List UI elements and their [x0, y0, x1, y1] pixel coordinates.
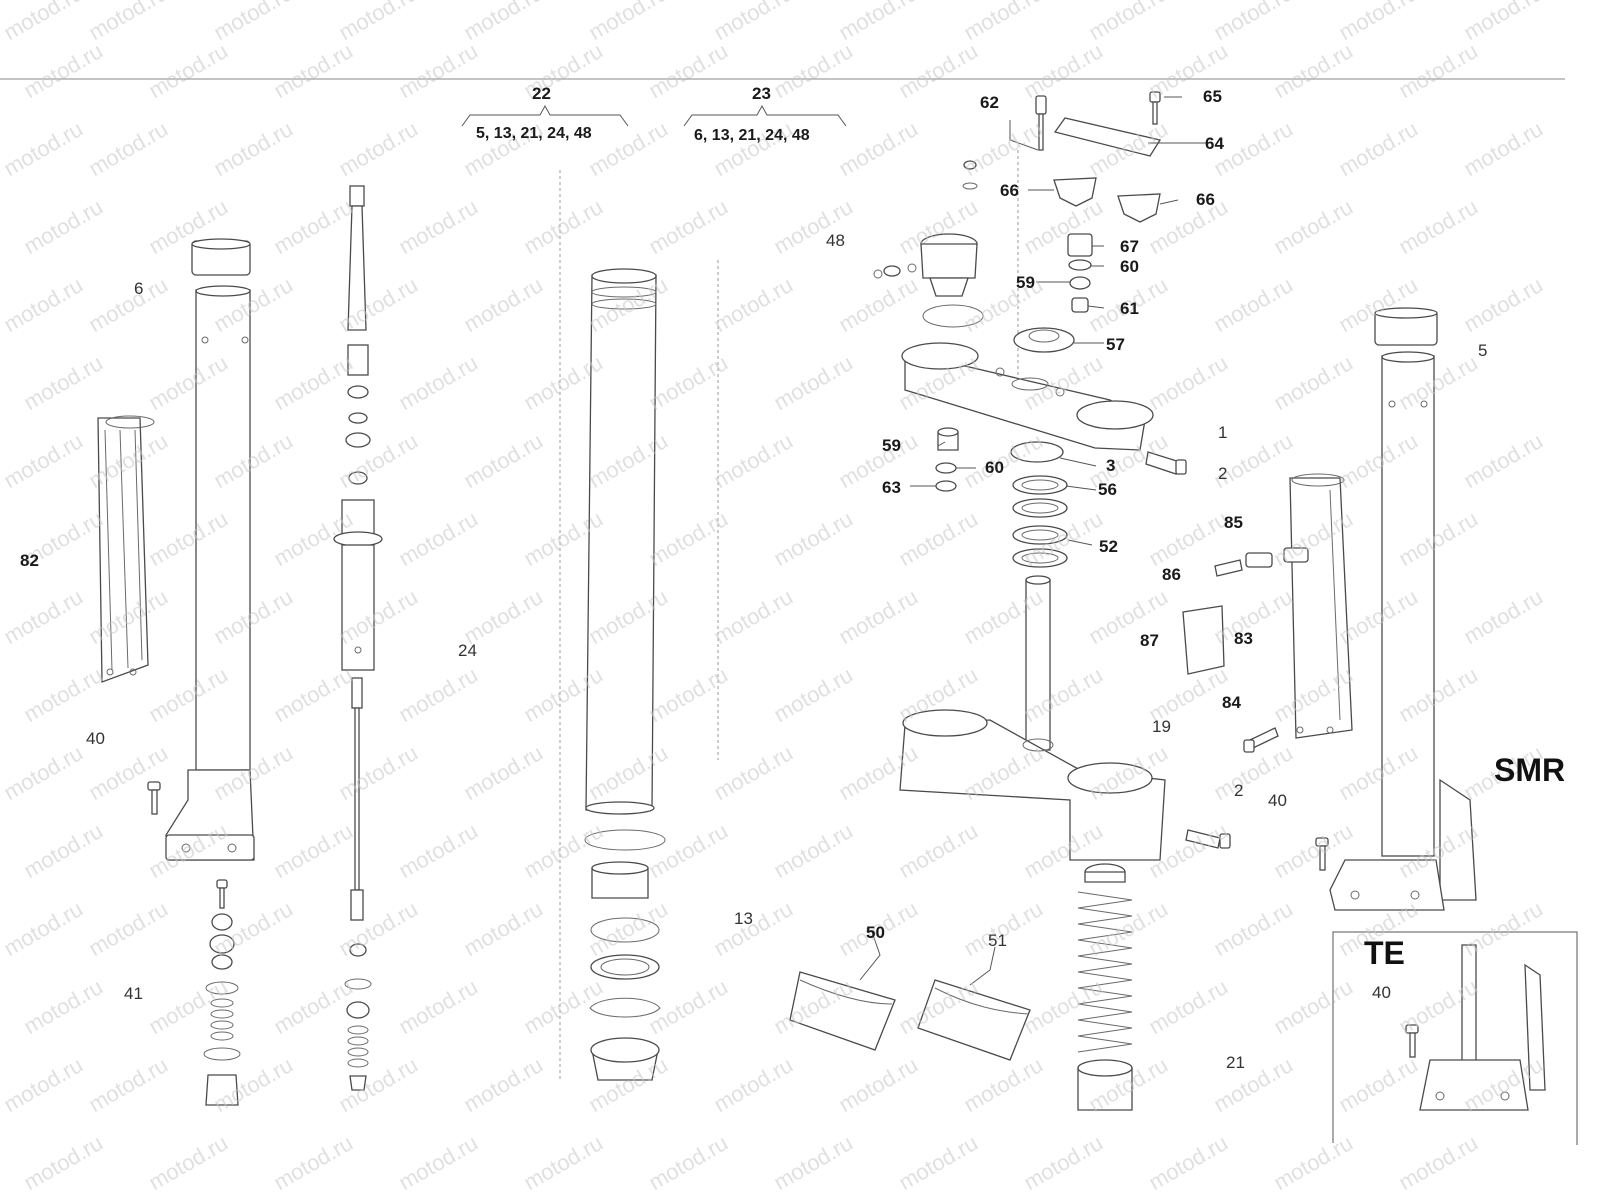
callout-86: 86: [1162, 565, 1181, 584]
callout-13: 13: [734, 909, 753, 928]
steering-stem-19: [899, 575, 1166, 861]
callout-59-top: 59: [1016, 273, 1035, 292]
callout-1: 1: [1218, 423, 1228, 442]
bolt-84: [1243, 727, 1279, 753]
callout-87: 87: [1140, 631, 1159, 650]
group-22-number: 22: [532, 84, 551, 103]
fork-guard-right: [1289, 473, 1353, 739]
callout-64: 64: [1205, 134, 1224, 153]
bolt-40-right: [1315, 837, 1329, 871]
callout-61: 61: [1120, 299, 1139, 318]
reflector-83: [1182, 605, 1225, 675]
callout-82: 82: [20, 551, 39, 570]
cartridge-parts-41: [203, 879, 241, 1106]
callout-51: 51: [988, 931, 1007, 950]
callout-40-te: 40: [1372, 983, 1391, 1002]
callout-6: 6: [134, 279, 144, 298]
steering-bearings: [1010, 441, 1068, 568]
callout-63: 63: [882, 478, 901, 497]
small-parts-59-60-63: [935, 427, 959, 492]
callout-50: 50: [866, 923, 885, 942]
cartridge-rod-24: [333, 185, 383, 1091]
callout-2-lower: 2: [1234, 781, 1244, 800]
fork-tube-left: [165, 238, 255, 861]
group-22-members: 5, 13, 21, 24, 48: [476, 125, 592, 142]
callout-40-left: 40: [86, 729, 105, 748]
group-23-number: 23: [752, 84, 771, 103]
callout-83: 83: [1234, 629, 1253, 648]
bag-50: [789, 971, 896, 1051]
variant-te-label: TE: [1364, 935, 1405, 971]
callout-21: 21: [1226, 1053, 1245, 1072]
variant-smr-label: SMR: [1494, 752, 1566, 788]
callout-40-smr: 40: [1268, 791, 1287, 810]
fork-cap-48: [873, 233, 984, 328]
fork-tube-right: [1329, 307, 1477, 911]
callout-19: 19: [1152, 717, 1171, 736]
callout-3: 3: [1106, 456, 1116, 475]
clamp-85: [1214, 547, 1309, 577]
bag-51: [917, 979, 1031, 1061]
te-inset-box: [1332, 931, 1578, 1145]
callout-65: 65: [1203, 87, 1222, 106]
callout-41: 41: [124, 984, 143, 1003]
bolt-2-upper: [1145, 451, 1187, 475]
callout-66-right: 66: [1196, 190, 1215, 209]
upper-triple-clamp: [901, 342, 1154, 451]
callout-62: 62: [980, 93, 999, 112]
callout-60-top: 60: [1120, 257, 1139, 276]
fork-guard-left: [97, 415, 155, 683]
callout-85: 85: [1224, 513, 1243, 532]
callout-67: 67: [1120, 237, 1139, 256]
spring-21: [1077, 863, 1133, 1111]
callout-66-left: 66: [1000, 181, 1019, 200]
callout-2-upper: 2: [1218, 464, 1228, 483]
leader-lines: [859, 96, 1208, 986]
callout-24: 24: [458, 641, 477, 660]
callout-52: 52: [1099, 537, 1118, 556]
callout-56: 56: [1098, 480, 1117, 499]
callout-48: 48: [826, 231, 845, 250]
callout-60-bottom: 60: [985, 458, 1004, 477]
callout-57: 57: [1106, 335, 1125, 354]
group-23-brace: [683, 104, 847, 127]
outer-fork-tube-13: [584, 268, 666, 1081]
group-22-brace: [461, 104, 629, 127]
callout-59-bottom: 59: [882, 436, 901, 455]
bolt-40-left: [147, 781, 161, 815]
callout-84: 84: [1222, 693, 1241, 712]
callout-5: 5: [1478, 341, 1488, 360]
bolt-2-lower: [1185, 829, 1231, 849]
group-23-members: 6, 13, 21, 24, 48: [694, 127, 810, 144]
upper-hardware: [962, 91, 1162, 353]
